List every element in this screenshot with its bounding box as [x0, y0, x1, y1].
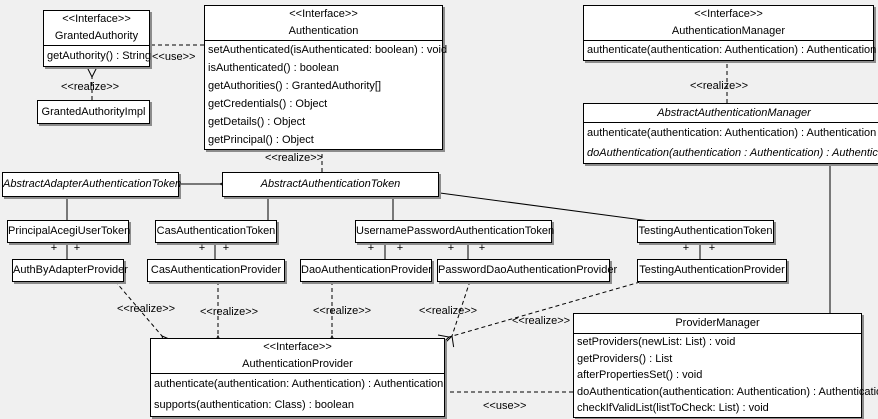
edge-label-realize: <<realize>> [512, 315, 571, 327]
class-name: PasswordDaoAuthenticationProvider [438, 264, 618, 276]
method: setAuthenticated(isAuthenticated: boolea… [208, 44, 448, 56]
method: doAuthentication(authentication : Authen… [587, 147, 878, 159]
class-abstract-adapter-authentication-token[interactable]: AbstractAdapterAuthenticationToken [2, 172, 182, 197]
class-name: TestingAuthenticationToken [638, 225, 773, 237]
class-granted-authority[interactable]: <<Interface>> GrantedAuthority getAuthor… [43, 10, 151, 67]
class-testing-authentication-provider[interactable]: TestingAuthenticationProvider [637, 259, 787, 282]
class-abstract-authentication-token[interactable]: AbstractAuthenticationToken [222, 172, 439, 197]
method: checkIfValidList(listToCheck: List) : vo… [577, 402, 769, 415]
edge-label-realize: <<realize>> [419, 305, 478, 317]
class-dao-authentication-provider[interactable]: DaoAuthenticationProvider [300, 259, 432, 282]
edge-label-realize: <<realize>> [117, 303, 176, 315]
method: setProviders(newList: List) : void [577, 336, 736, 348]
class-name: GrantedAuthority [54, 30, 139, 42]
class-name: AuthenticationProvider [242, 358, 353, 370]
class-cas-authentication-provider[interactable]: CasAuthenticationProvider [147, 259, 285, 282]
edge-label-realize: <<realize>> [200, 306, 259, 318]
class-header: AbstractAuthenticationManager [584, 104, 878, 123]
class-name: AbstractAuthenticationToken [260, 178, 401, 190]
method: getCredentials() : Object [208, 98, 328, 110]
class-name: UsernamePasswordAuthenticationToken [356, 225, 555, 237]
method-list: getAuthority() : String [44, 46, 151, 66]
stereotype: <<Interface>> [62, 13, 131, 25]
method: isAuthenticated() : boolean [208, 62, 339, 74]
class-name: AbstractAdapterAuthenticationToken [3, 178, 182, 190]
edge-label-realize: <<realize>> [690, 80, 749, 92]
edge-label-use: <<use>> [152, 51, 196, 63]
class-password-dao-authentication-provider[interactable]: PasswordDaoAuthenticationProvider [437, 259, 618, 282]
edge-gen-testingauthenticationtoken [440, 193, 651, 222]
method: afterPropertiesSet() : void [577, 369, 703, 382]
edge-realize-passworddaoprovider [452, 280, 471, 336]
method-list: setAuthenticated(isAuthenticated: boolea… [205, 41, 448, 149]
class-username-password-authentication-token[interactable]: UsernamePasswordAuthenticationToken [355, 220, 555, 243]
class-name: CasAuthenticationProvider [150, 264, 282, 276]
class-name: TestingAuthenticationProvider [639, 264, 785, 276]
method: getAuthorities() : GrantedAuthority[] [208, 80, 382, 92]
class-name: GrantedAuthorityImpl [41, 106, 146, 118]
assoc-plus: + [198, 242, 206, 254]
method-list: setProviders(newList: List) : void getPr… [574, 334, 878, 417]
edge-label-realize: <<realize>> [265, 152, 324, 164]
class-name: DaoAuthenticationProvider [301, 264, 432, 276]
assoc-plus: + [447, 242, 455, 254]
class-provider-manager[interactable]: ProviderManager setProviders(newList: Li… [573, 313, 878, 418]
method: supports(authentication: Class) : boolea… [154, 399, 354, 411]
method: authenticate(authentication: Authenticat… [587, 44, 877, 56]
class-abstract-authentication-manager[interactable]: AbstractAuthenticationManager authentica… [583, 103, 878, 164]
class-header: ProviderManager [574, 314, 861, 334]
assoc-plus: + [222, 242, 230, 254]
class-authentication-manager[interactable]: <<Interface>> AuthenticationManager auth… [583, 5, 877, 61]
assoc-plus: + [708, 242, 716, 254]
method-list: authenticate(authentication: Authenticat… [584, 123, 878, 163]
class-principal-acegi-user-token[interactable]: PrincipalAcegiUserToken [7, 220, 131, 243]
method: authenticate(authentication: Authenticat… [587, 127, 877, 139]
stereotype: <<Interface>> [263, 341, 332, 353]
edge-label-realize: <<realize>> [313, 305, 372, 317]
class-name: AuthenticationManager [671, 25, 786, 37]
stereotype: <<Interface>> [694, 8, 763, 20]
stereotype: <<Interface>> [289, 8, 358, 20]
method: doAuthentication(authentication: Authent… [577, 385, 878, 398]
class-name: AbstractAuthenticationManager [657, 107, 811, 119]
class-name: CasAuthenticationToken [156, 225, 276, 237]
assoc-plus: + [367, 242, 375, 254]
assoc-plus: + [478, 242, 486, 254]
method: getDetails() : Object [208, 116, 306, 128]
class-auth-by-adapter-provider[interactable]: AuthByAdapterProvider [12, 259, 128, 282]
method-list: authenticate(authentication: Authenticat… [584, 41, 877, 60]
method: getProviders() : List [577, 352, 673, 365]
class-header: <<Interface>> GrantedAuthority [44, 11, 149, 46]
class-name: PrincipalAcegiUserToken [8, 225, 131, 237]
edge-realize-testingprovider [449, 281, 641, 337]
class-authentication[interactable]: <<Interface>> Authentication setAuthenti… [204, 5, 448, 150]
edge-realize-authbyadapterprovider [114, 280, 162, 336]
class-name: AuthByAdapterProvider [13, 264, 128, 276]
class-header: <<Interface>> Authentication [205, 6, 442, 41]
class-header: <<Interface>> AuthenticationProvider [151, 339, 444, 374]
assoc-plus: + [73, 242, 81, 254]
edge-label-realize: <<realize>> [61, 81, 120, 93]
class-authentication-provider[interactable]: <<Interface>> AuthenticationProvider aut… [150, 338, 445, 417]
class-name: Authentication [288, 25, 359, 37]
class-name: ProviderManager [675, 317, 760, 329]
assoc-plus: + [682, 242, 690, 254]
method-list: authenticate(authentication: Authenticat… [151, 374, 444, 416]
method: getPrincipal() : Object [208, 134, 314, 146]
method: authenticate(authentication: Authenticat… [154, 378, 444, 390]
class-header: <<Interface>> AuthenticationManager [584, 6, 873, 41]
class-cas-authentication-token[interactable]: CasAuthenticationToken [155, 220, 277, 243]
method: getAuthority() : String [47, 50, 151, 62]
assoc-plus: + [396, 242, 404, 254]
class-testing-authentication-token[interactable]: TestingAuthenticationToken [637, 220, 774, 243]
edge-label-use: <<use>> [483, 400, 527, 412]
assoc-plus: + [50, 242, 58, 254]
class-granted-authority-impl[interactable]: GrantedAuthorityImpl [37, 100, 150, 124]
